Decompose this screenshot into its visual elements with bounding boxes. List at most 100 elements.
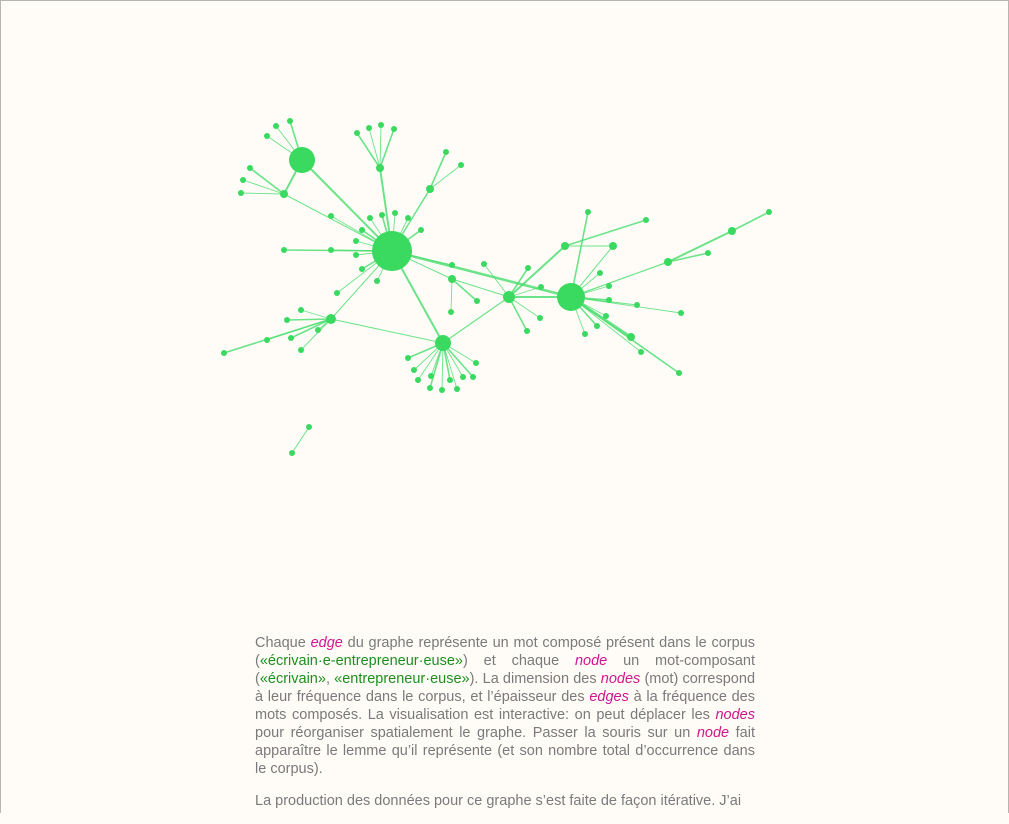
graph-node[interactable]: [603, 313, 609, 319]
graph-node[interactable]: [366, 125, 372, 131]
graph-node-hub[interactable]: [326, 314, 336, 324]
graph-node[interactable]: [458, 162, 464, 168]
graph-node-hub[interactable]: [448, 275, 456, 283]
graph-node-hub[interactable]: [728, 227, 736, 235]
graph-node[interactable]: [678, 310, 684, 316]
graph-node[interactable]: [411, 367, 417, 373]
graph-node[interactable]: [473, 360, 479, 366]
graph-node[interactable]: [281, 247, 287, 253]
graph-node[interactable]: [643, 217, 649, 223]
graph-node[interactable]: [470, 374, 476, 380]
graph-nodes[interactable]: [221, 118, 772, 456]
graph-node-hub[interactable]: [627, 333, 635, 341]
graph-node-hub[interactable]: [503, 291, 515, 303]
graph-edge: [379, 124, 382, 169]
graph-node[interactable]: [284, 317, 290, 323]
graph-node[interactable]: [415, 377, 421, 383]
graph-node[interactable]: [379, 212, 385, 218]
graph-node-hub[interactable]: [372, 231, 412, 271]
graph-node[interactable]: [537, 315, 543, 321]
graph-edge: [429, 151, 447, 190]
graph-node[interactable]: [582, 331, 588, 337]
graph-node[interactable]: [328, 213, 334, 219]
graph-node[interactable]: [427, 385, 433, 391]
graph-node[interactable]: [460, 374, 466, 380]
keyword-edges: edges: [589, 689, 629, 705]
graph-node[interactable]: [353, 238, 359, 244]
graph-node-hub[interactable]: [609, 242, 617, 250]
graph-node[interactable]: [676, 370, 682, 376]
graph-node[interactable]: [594, 323, 600, 329]
graph-node[interactable]: [418, 227, 424, 233]
graph-node[interactable]: [705, 250, 711, 256]
graph-node[interactable]: [374, 278, 380, 284]
text-run: pour réorganiser spatialement le graphe.…: [255, 725, 697, 741]
graph-node[interactable]: [597, 270, 603, 276]
graph-node-hub[interactable]: [280, 190, 288, 198]
graph-node[interactable]: [428, 373, 434, 379]
graph-node[interactable]: [238, 190, 244, 196]
graph-node-hub[interactable]: [376, 164, 384, 172]
graph-edge: [223, 318, 332, 354]
graph-node[interactable]: [454, 386, 460, 392]
graph-node[interactable]: [606, 283, 612, 289]
graph-node[interactable]: [524, 328, 530, 334]
graph-node[interactable]: [391, 126, 397, 132]
graph-edges: [223, 120, 770, 454]
graph-node[interactable]: [354, 130, 360, 136]
graph-node[interactable]: [264, 133, 270, 139]
keyword-nodes: nodes: [715, 707, 755, 723]
graph-node[interactable]: [538, 284, 544, 290]
graph-node[interactable]: [392, 210, 398, 216]
graph-node[interactable]: [367, 215, 373, 221]
graph-edge: [450, 278, 453, 313]
graph-node[interactable]: [766, 209, 772, 215]
graph-node[interactable]: [288, 335, 294, 341]
graph-node[interactable]: [585, 209, 591, 215]
network-graph[interactable]: [0, 0, 1009, 620]
graph-node[interactable]: [439, 387, 445, 393]
text-run: ,: [325, 671, 335, 687]
graph-node[interactable]: [449, 262, 455, 268]
graph-node[interactable]: [289, 450, 295, 456]
graph-node-hub[interactable]: [435, 335, 451, 351]
paragraph-1: Chaque edge du graphe représente un mot …: [255, 634, 755, 778]
graph-node[interactable]: [525, 265, 531, 271]
graph-node[interactable]: [287, 118, 293, 124]
graph-node[interactable]: [315, 327, 321, 333]
graph-node[interactable]: [405, 215, 411, 221]
graph-node-hub[interactable]: [289, 147, 315, 173]
graph-node-hub[interactable]: [426, 185, 434, 193]
graph-node[interactable]: [606, 297, 612, 303]
graph-node[interactable]: [298, 347, 304, 353]
graph-node[interactable]: [247, 165, 253, 171]
text-run: un mot-composant (: [255, 653, 755, 687]
graph-edge: [483, 263, 510, 298]
graph-node[interactable]: [405, 355, 411, 361]
graph-node[interactable]: [638, 349, 644, 355]
graph-edge: [570, 296, 682, 314]
graph-node[interactable]: [306, 424, 312, 430]
graph-node[interactable]: [481, 261, 487, 267]
keyword-nodes: nodes: [600, 671, 641, 687]
graph-node[interactable]: [240, 177, 246, 183]
graph-node[interactable]: [298, 307, 304, 313]
graph-node[interactable]: [378, 122, 384, 128]
graph-node[interactable]: [359, 266, 365, 272]
graph-node[interactable]: [353, 252, 359, 258]
graph-node[interactable]: [328, 247, 334, 253]
graph-node[interactable]: [264, 337, 270, 343]
graph-node[interactable]: [334, 290, 340, 296]
graph-node-hub[interactable]: [561, 242, 569, 250]
graph-node[interactable]: [221, 350, 227, 356]
graph-node-hub[interactable]: [557, 283, 585, 311]
graph-node-hub[interactable]: [664, 258, 672, 266]
graph-node[interactable]: [447, 377, 453, 383]
graph-node[interactable]: [273, 123, 279, 129]
graph-node[interactable]: [634, 302, 640, 308]
graph-node[interactable]: [359, 227, 365, 233]
graph-node[interactable]: [443, 149, 449, 155]
graph-node[interactable]: [448, 309, 454, 315]
graph-node[interactable]: [474, 298, 480, 304]
graph-edge: [283, 193, 393, 252]
